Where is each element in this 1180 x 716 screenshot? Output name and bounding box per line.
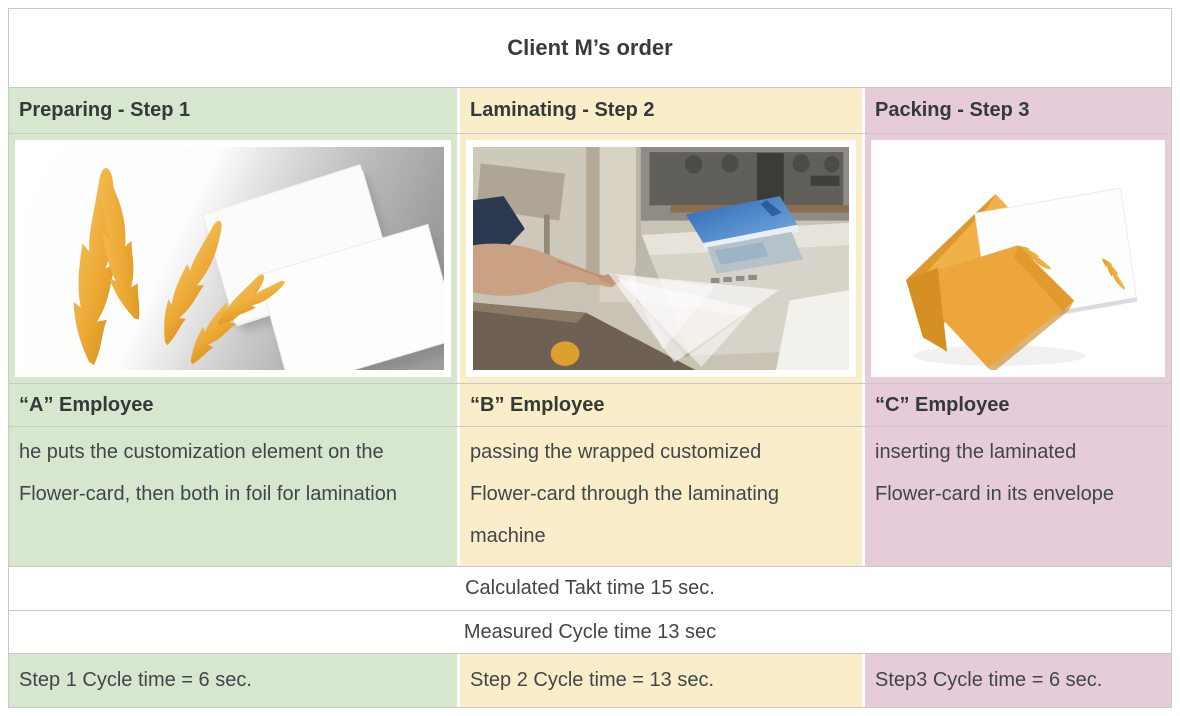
step-header-row: Preparing - Step 1 Laminating - Step 2 P… xyxy=(9,87,1171,133)
client-order-table: Client M’s order Preparing - Step 1 Lami… xyxy=(8,8,1172,708)
laminating-photo xyxy=(466,140,856,377)
preparing-photo xyxy=(15,140,451,377)
table-title: Client M’s order xyxy=(507,35,673,60)
step2-cycle-time: Step 2 Cycle time = 13 sec. xyxy=(460,654,862,707)
employee-row: “A” Employee “B” Employee “C” Employee xyxy=(9,383,1171,426)
employee-c-label: “C” Employee xyxy=(865,384,1171,426)
employee-b-label: “B” Employee xyxy=(460,384,862,426)
step-header-laminating: Laminating - Step 2 xyxy=(460,88,862,133)
employee-a-label: “A” Employee xyxy=(9,384,457,426)
photo-cell-preparing xyxy=(9,134,457,383)
description-preparing: he puts the customization element on the… xyxy=(9,427,457,566)
photo-cell-packing xyxy=(865,134,1171,383)
takt-time-row: Calculated Takt time 15 sec. xyxy=(9,566,1171,610)
step-header-preparing: Preparing - Step 1 xyxy=(9,88,457,133)
step-header-packing: Packing - Step 3 xyxy=(865,88,1171,133)
envelope-with-card-photo xyxy=(878,147,1158,370)
measured-cycle-time-row: Measured Cycle time 13 sec xyxy=(9,610,1171,653)
step-cycle-row: Step 1 Cycle time = 6 sec. Step 2 Cycle … xyxy=(9,653,1171,707)
laminating-machine-photo xyxy=(473,147,849,370)
description-laminating: passing the wrapped customized Flower-ca… xyxy=(460,427,862,566)
photo-row xyxy=(9,133,1171,383)
feathers-and-cards-photo xyxy=(22,147,444,370)
photo-cell-laminating xyxy=(460,134,862,383)
description-packing: inserting the laminated Flower-card in i… xyxy=(865,427,1171,566)
step1-cycle-time: Step 1 Cycle time = 6 sec. xyxy=(9,654,457,707)
sleeve-shape xyxy=(473,196,525,254)
hand-shape xyxy=(473,243,616,296)
step3-cycle-time: Step3 Cycle time = 6 sec. xyxy=(865,654,1171,707)
description-row: he puts the customization element on the… xyxy=(9,426,1171,566)
packing-photo xyxy=(871,140,1165,377)
